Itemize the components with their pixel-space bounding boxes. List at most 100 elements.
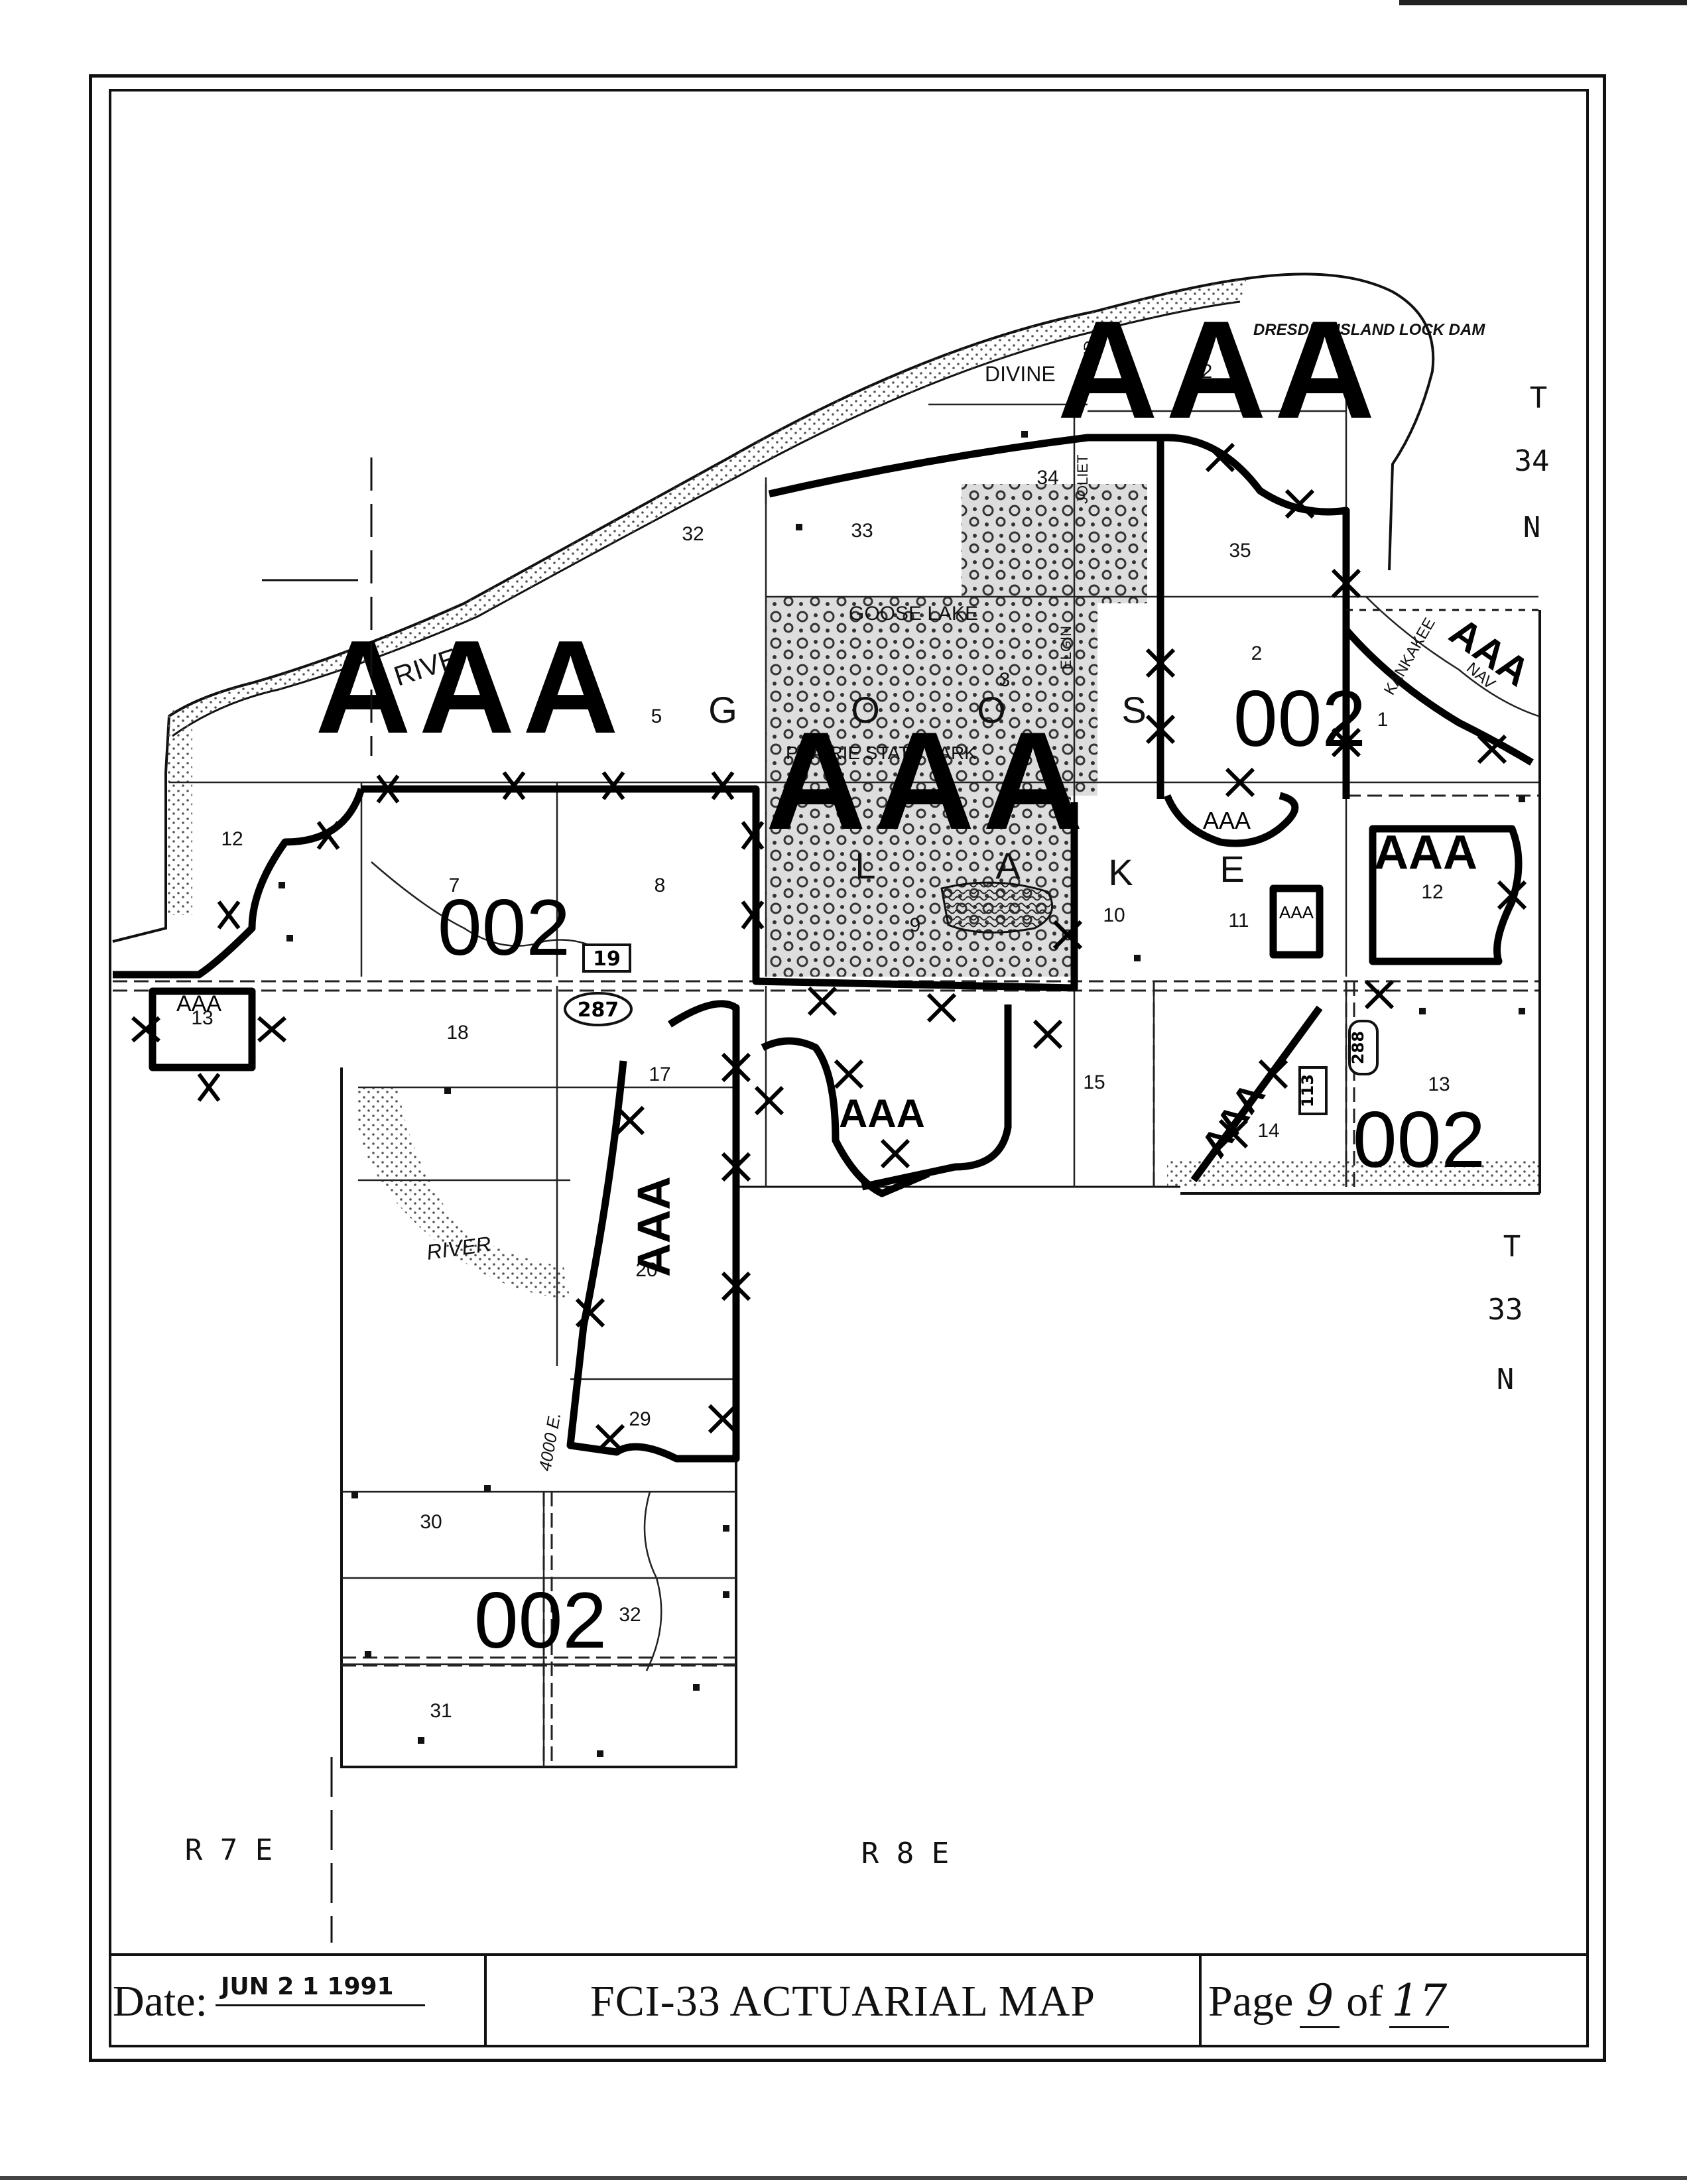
rating-002-south: 002 <box>474 1576 607 1665</box>
lake-water <box>940 881 1054 934</box>
map-land-area <box>112 273 1541 1768</box>
section-number: 30 <box>420 1511 442 1533</box>
route-113-label: 113 <box>1298 1074 1317 1107</box>
page-number: 9 <box>1300 1975 1340 2028</box>
boundary-hatch-marks <box>131 442 1527 1454</box>
section-number: 17 <box>649 1063 670 1085</box>
map-outer-frame <box>89 74 1606 2062</box>
map-west-edge <box>112 772 167 943</box>
county-letter: S <box>1121 689 1146 731</box>
county-letter: K <box>1108 851 1133 893</box>
county-letter: O <box>851 689 880 731</box>
section-number: 15 <box>1083 1071 1105 1093</box>
dresden-label: DRESDEN ISLAND LOCK DAM <box>1253 321 1485 339</box>
river-stipple-east-bottom <box>1167 1160 1538 1187</box>
title-block-title-cell: FCI-33 ACTUARIAL MAP <box>487 1956 1202 2047</box>
route-shields: 19 287 288 113 <box>564 943 1379 1115</box>
prairie-state-park-label: PRAIRIE STATE PARK <box>786 743 977 763</box>
section-number: 20 <box>635 1259 657 1281</box>
section-number: 9 <box>910 914 921 936</box>
page-of-label: of <box>1346 1977 1383 2026</box>
township-34-num: 34 <box>1515 444 1550 478</box>
page-edge-rule-bottom <box>0 2176 1687 2180</box>
section-number: 32 <box>682 523 704 545</box>
section-number: 2 <box>1202 361 1213 383</box>
route-287-label: 287 <box>578 999 619 1022</box>
route-19-shield <box>582 943 631 973</box>
county-letter: G <box>708 689 737 731</box>
section-numbers: 2 34 32 33 35 2 5 3 1 12 7 8 9 10 11 12 … <box>191 361 1450 1722</box>
county-letters: G O O S L A K E <box>708 689 1244 893</box>
township-33-t: T <box>1503 1230 1521 1264</box>
rating-002-west: 002 <box>438 883 570 972</box>
range-7e-label: R 7 E <box>185 1833 273 1867</box>
rating-aaa-west: AAA <box>315 613 626 761</box>
map-inner-frame <box>109 89 1589 2047</box>
title-block: Date: JUN 2 1 1991 FCI-33 ACTUARIAL MAP … <box>109 1953 1589 2047</box>
rating-codes: AAA AAA AAA AAA AAA AAA AAA AAA AAA AAA … <box>176 292 1538 1665</box>
route-19-label: 19 <box>593 947 621 971</box>
township-34-n: N <box>1523 511 1541 544</box>
township-34-t: T <box>1530 381 1548 415</box>
map-title: FCI-33 ACTUARIAL MAP <box>590 1977 1095 2026</box>
section-number: 3 <box>999 669 1011 691</box>
goose-lake-prairie-park-north <box>962 484 1147 603</box>
elgin-label: ELGIN <box>1058 626 1074 670</box>
section-number: 31 <box>430 1700 452 1722</box>
divine-label: DIVINE <box>985 362 1056 386</box>
section-number: 11 <box>1228 910 1249 932</box>
rating-aaa-box-12: AAA <box>1374 826 1477 879</box>
section-number: 13 <box>191 1007 213 1029</box>
section-number: 35 <box>1229 540 1251 562</box>
range-8e-label: R 8 E <box>861 1837 949 1870</box>
section-number: 10 <box>1103 904 1125 926</box>
river-stipple <box>169 278 1247 736</box>
county-letter: L <box>855 845 875 886</box>
route-288-shield <box>1348 1020 1379 1075</box>
county-letter: E <box>1219 848 1244 890</box>
rating-aaa-north: AAA <box>1058 292 1383 448</box>
section-number: 2 <box>1251 642 1263 664</box>
route-288-label: 288 <box>1349 1031 1367 1064</box>
title-block-date-cell: Date: JUN 2 1 1991 <box>109 1956 487 2047</box>
range-division-lines <box>262 457 1545 1943</box>
goose-lake-prairie-park <box>766 597 1097 796</box>
rating-aaa-box-11: AAA <box>1279 902 1314 922</box>
rating-aaa-south-rotated: AAA <box>628 1176 680 1277</box>
county-letter: A <box>995 845 1021 886</box>
section-number: 13 <box>1428 1073 1450 1095</box>
title-block-page-cell: Page 9 of 17 <box>1202 1956 1589 2047</box>
rating-aaa-park: AAA <box>766 703 1092 859</box>
route-113-shield <box>1298 1066 1328 1115</box>
page-edge-rule-top <box>1399 0 1687 5</box>
section-number: 12 <box>1421 881 1443 903</box>
section-number: 32 <box>619 1604 641 1626</box>
section-number: 5 <box>651 705 662 727</box>
section-number: 12 <box>221 828 243 850</box>
rating-aaa-box-west: AAA <box>176 991 221 1016</box>
section-number: 29 <box>629 1408 651 1430</box>
river-stipple-west <box>167 709 192 915</box>
river-stipple-south <box>358 1087 570 1300</box>
page-total: 17 <box>1389 1975 1450 2028</box>
road-4000e-label: 4000 E. <box>534 1411 564 1473</box>
township-33-n: N <box>1497 1363 1515 1396</box>
section-grid <box>169 385 1538 1767</box>
and-label: AND <box>1081 341 1097 371</box>
date-label: Date: <box>113 1977 208 2026</box>
county-letter: O <box>977 689 1006 731</box>
rating-002-northeast: 002 <box>1233 674 1366 763</box>
township-33-num: 33 <box>1488 1293 1523 1327</box>
section-number: 18 <box>446 1022 468 1044</box>
rating-aaa-small-east: AAA <box>1203 807 1251 834</box>
section-number: 1 <box>1377 709 1389 731</box>
section-number: 8 <box>655 875 666 896</box>
township-range-labels: T 34 N T 33 N R 7 E R 8 E <box>185 381 1550 1870</box>
page-label: Page <box>1208 1977 1294 2026</box>
rating-aaa-south-middle: AAA <box>839 1091 925 1136</box>
section-number: 7 <box>449 875 460 896</box>
joliet-label: JOLIET <box>1074 454 1091 504</box>
goose-lake-label: GOOSE LAKE <box>849 603 978 625</box>
route-287-shield <box>564 992 633 1026</box>
